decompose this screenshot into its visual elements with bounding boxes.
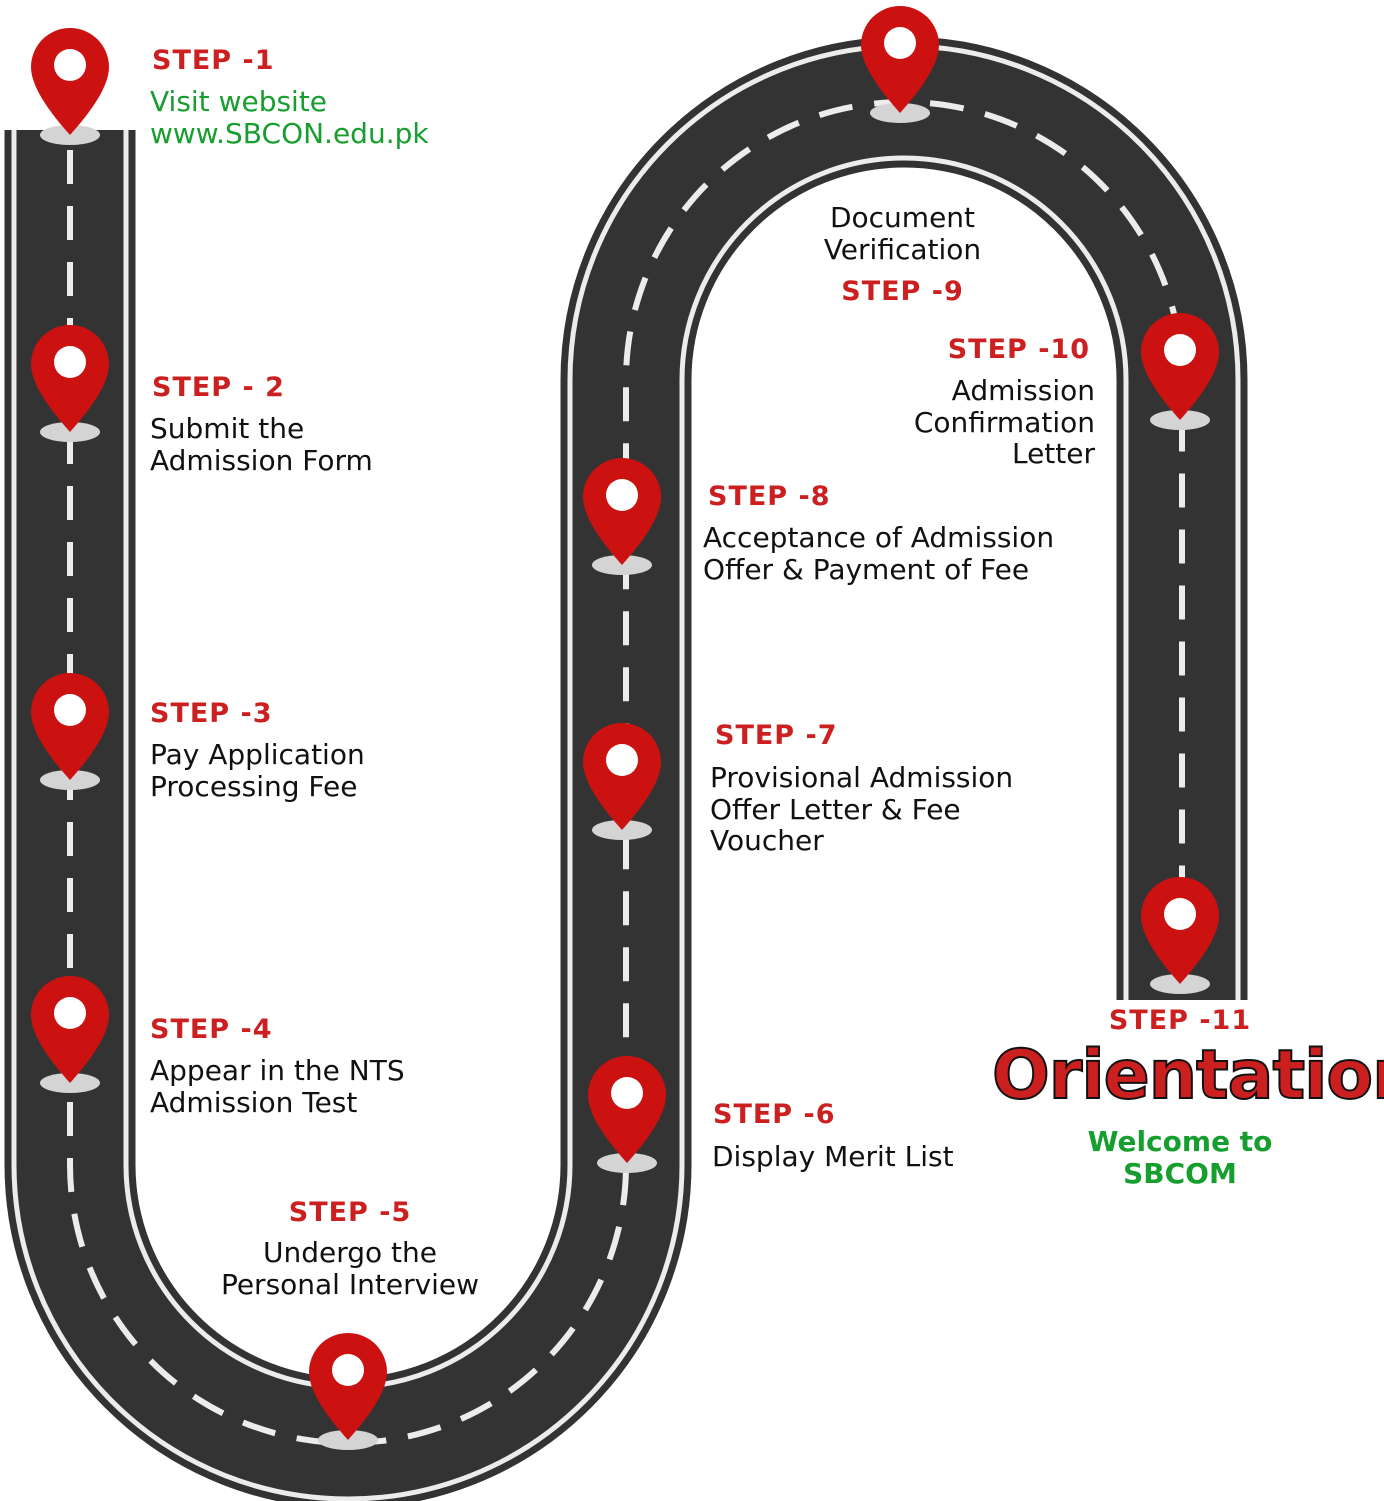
step-4-line-1: Appear in the NTS <box>150 1054 405 1087</box>
step-9-line-1: Document <box>829 201 976 234</box>
step-7-text: Provisional Admission Offer Letter & Fee… <box>710 762 1013 857</box>
step-7-label: STEP -7 <box>715 720 838 751</box>
step-7-line-1: Provisional Admission <box>710 761 1014 794</box>
step-3-line-2: Processing Fee <box>150 769 358 803</box>
step-3-line-1: Pay Application <box>150 738 365 771</box>
pin-hole <box>54 346 86 378</box>
pin-body <box>1141 877 1219 984</box>
location-pin-icon <box>588 1056 666 1173</box>
step-1-line-1: Visit website <box>150 85 328 118</box>
pin-body <box>1141 313 1219 420</box>
pin-body <box>309 1332 388 1440</box>
step-4-label: STEP -4 <box>150 1014 273 1045</box>
location-pin-icon <box>1141 877 1219 994</box>
pin-hole <box>1164 334 1196 366</box>
step-4-line-2: Admission Test <box>150 1085 358 1119</box>
step-11-label: STEP -11 <box>1108 1005 1252 1036</box>
step-10-line-3: Letter <box>1011 437 1095 471</box>
pin-hole <box>884 27 916 59</box>
step-10-line-1: Admission <box>951 374 1095 407</box>
pin-hole <box>54 997 86 1029</box>
step-2-line-1: Submit the <box>150 412 305 445</box>
step-3-label: STEP -3 <box>150 698 273 729</box>
step-9-line-2: Verification <box>823 232 982 266</box>
step-5-label: STEP -5 <box>288 1197 412 1228</box>
pin-body <box>31 28 109 135</box>
road-edge-outer <box>11 130 1129 1501</box>
step-6-text: Display Merit List <box>712 1141 954 1173</box>
step-10-line-2: Confirmation <box>913 405 1095 439</box>
step-2-text: Submit the Admission Form <box>150 413 373 476</box>
location-pin-icon <box>31 28 109 145</box>
step-2-line-2: Admission Form <box>150 443 373 477</box>
location-pin-icon <box>583 458 661 575</box>
step-2-label: STEP - 2 <box>152 372 285 403</box>
step-8-line-2: Offer & Payment of Fee <box>703 552 1030 586</box>
location-pin-icon <box>583 723 661 840</box>
pin-body <box>31 673 109 780</box>
location-pin-icon <box>31 325 109 442</box>
step-6-line-1: Display Merit List <box>712 1140 954 1173</box>
road-border-inner <box>130 36 1248 1383</box>
location-pin-icon <box>861 6 939 123</box>
location-pin-icon <box>1141 313 1219 430</box>
pin-hole <box>54 49 86 81</box>
orientation-title: Orientation <box>991 1035 1384 1116</box>
step-10-label: STEP -10 <box>947 334 1090 365</box>
pin-body <box>588 1056 666 1163</box>
step-4-text: Appear in the NTS Admission Test <box>150 1055 405 1118</box>
pin-hole <box>332 1354 364 1386</box>
step-6-label: STEP -6 <box>713 1099 836 1130</box>
location-pin-icon <box>31 673 109 790</box>
pin-hole <box>54 694 86 726</box>
step-8-label: STEP -8 <box>708 481 831 512</box>
step-1-line-2: www.SBCON.edu.pk <box>150 116 429 150</box>
step-7-line-2: Offer Letter & Fee <box>710 792 961 826</box>
pin-body <box>861 6 939 113</box>
road-border-outer <box>4 130 1122 1501</box>
step-5-text: Undergo the Personal Interview <box>190 1237 510 1300</box>
step-5-line-1: Undergo the <box>262 1236 437 1269</box>
road-center-dashes <box>67 99 1185 1446</box>
pin-hole <box>611 1077 643 1109</box>
location-pin-icon <box>309 1332 388 1450</box>
step-3-text: Pay Application Processing Fee <box>150 739 365 802</box>
pin-hole <box>606 744 638 776</box>
step-11-text: Welcome to SBCOM <box>1060 1126 1300 1189</box>
step-8-text: Acceptance of Admission Offer & Payment … <box>703 522 1054 585</box>
pin-hole <box>1164 898 1196 930</box>
road-edge-inner <box>123 43 1241 1390</box>
step-9-label: STEP -9 <box>841 276 964 307</box>
step-9-text: Document Verification <box>770 202 1035 265</box>
step-1-label: STEP -1 <box>152 45 275 76</box>
step-5-line-2: Personal Interview <box>220 1267 480 1301</box>
pin-body <box>31 325 109 432</box>
step-1-text: Visit website www.SBCON.edu.pk <box>150 86 429 149</box>
pin-body <box>583 458 661 565</box>
pin-hole <box>606 479 638 511</box>
step-11-line-1: Welcome to <box>1087 1125 1273 1158</box>
step-10-text: Admission Confirmation Letter <box>835 375 1095 470</box>
step-7-line-3: Voucher <box>710 824 824 858</box>
location-pin-icon <box>31 976 109 1093</box>
pin-body <box>583 723 661 830</box>
step-11-line-2: SBCOM <box>1123 1156 1237 1190</box>
pin-body <box>31 976 109 1083</box>
step-8-line-1: Acceptance of Admission <box>703 521 1055 554</box>
